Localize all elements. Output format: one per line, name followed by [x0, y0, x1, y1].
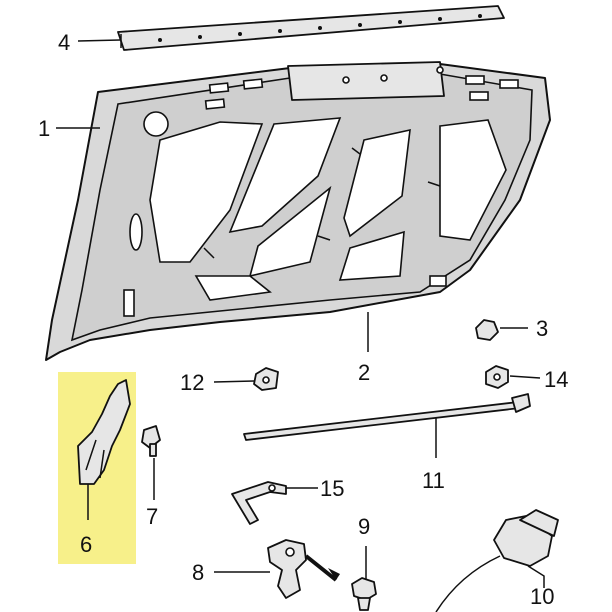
- part-10-prop-rod: [243, 393, 531, 441]
- part-9-fastener: [351, 577, 377, 611]
- callout-9: 9: [358, 514, 370, 539]
- callout-14: 10: [530, 584, 554, 609]
- callout-12: 14: [544, 367, 568, 392]
- callout-8: 8: [192, 560, 204, 585]
- callout-10: 11: [422, 468, 445, 493]
- part-14-release-cable: [435, 509, 559, 612]
- callout-7: 7: [146, 504, 158, 529]
- part-8-latch: [267, 539, 340, 599]
- callout-15: 15: [320, 476, 344, 501]
- part-4-weatherstrip: [117, 5, 505, 51]
- callout-3: 3: [536, 316, 548, 341]
- callout-1: 1: [38, 116, 50, 141]
- part-1-hood-panel: [45, 61, 551, 361]
- part-12-nut: [485, 365, 509, 389]
- callout-4: 4: [58, 30, 70, 55]
- part-11-clip: [253, 367, 279, 391]
- part-7-bolt: [141, 425, 161, 457]
- part-6-latch-support: [77, 379, 131, 485]
- callout-11: 12: [180, 370, 204, 395]
- part-3-bumper: [475, 319, 499, 341]
- callout-2: 2: [358, 360, 370, 385]
- callout-6: 6: [80, 532, 92, 557]
- leader-lines: [56, 39, 545, 588]
- part-15-bracket: [231, 481, 287, 525]
